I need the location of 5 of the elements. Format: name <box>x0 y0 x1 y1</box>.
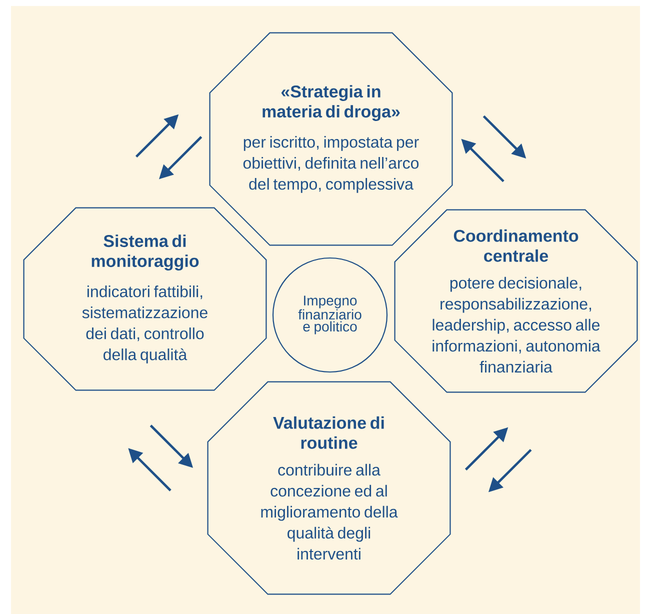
octagon-box: Valutazione di routine contribuire alla concezione ed al miglioramento della qualità degli interventi <box>207 381 451 595</box>
circle-node: Impegno finanziario e politico <box>272 257 388 373</box>
octagon-box: Sistema di monitoraggio indicatori fattibili, sistematizzazione dei dati, controllo della qualità <box>23 207 267 391</box>
octagon-box: Coordinamento centrale potere decisionale, responsabilizzazione, leadership, accesso alle informazioni, autonomia finanziaria <box>394 209 638 393</box>
octagon-box: «Strategia in materia di droga» per iscritto, impostata per obiettivi, definita nell’arco del tempo, complessiva <box>209 32 453 246</box>
